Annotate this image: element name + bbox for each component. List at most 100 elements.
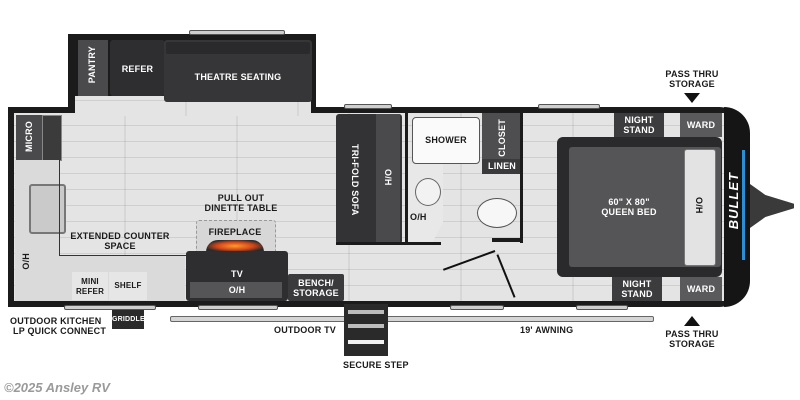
outdoor-kitchen-label: OUTDOOR KITCHEN LP QUICK CONNECT	[10, 316, 110, 336]
awning	[170, 316, 654, 322]
pass-thru-top-line2: STORAGE	[669, 79, 715, 89]
micro-label: MICRO	[24, 121, 34, 152]
mini-refer-line1: MINI	[81, 277, 99, 286]
bed-type: QUEEN BED	[601, 207, 657, 217]
night-stand-top-label: NIGHT STAND	[614, 115, 664, 135]
sofa-back	[376, 114, 400, 244]
night-stand-bottom-line2: STAND	[621, 289, 653, 299]
shower-label: SHOWER	[425, 135, 467, 145]
tv-oh-label: O/H	[228, 285, 246, 295]
dinette-label: PULL OUT DINETTE TABLE	[196, 193, 286, 213]
extended-counter-label: EXTENDED COUNTER SPACE	[66, 231, 174, 251]
night-stand-bottom: NIGHT STAND	[612, 277, 662, 301]
mini-refer-line2: REFER	[75, 287, 105, 296]
microwave: MICRO	[16, 115, 42, 160]
tv-cabinet: TV O/H	[186, 251, 288, 301]
night-stand-top-line2: STAND	[623, 125, 655, 135]
pass-thru-bottom-line2: STORAGE	[669, 339, 715, 349]
bath-sink	[415, 178, 441, 206]
bench-line2: STORAGE	[293, 288, 339, 298]
pass-thru-top-label: PASS THRU STORAGE	[662, 69, 722, 89]
wardrobe-bottom: WARD	[680, 277, 722, 301]
outdoor-kitchen-line2: LP QUICK CONNECT	[13, 326, 107, 336]
window	[576, 305, 628, 310]
bench-label: BENCH/ STORAGE	[288, 278, 344, 298]
step-tread	[348, 324, 384, 328]
tri-fold-sofa: TRI-FOLD SOFA O/H	[336, 114, 402, 244]
shower: SHOWER	[412, 117, 480, 164]
outdoor-kitchen-line1: OUTDOOR KITCHEN	[10, 316, 102, 326]
bath-wall	[405, 113, 408, 244]
linen-label: LINEN	[488, 161, 516, 171]
front-cap	[724, 107, 750, 307]
arrow-down-icon	[684, 93, 700, 103]
tv-oh-panel	[190, 282, 282, 298]
watermark: ©2025 Ansley RV	[4, 380, 110, 395]
night-stand-bottom-label: NIGHT STAND	[612, 279, 662, 299]
pass-thru-bottom-line1: PASS THRU	[665, 329, 719, 339]
refer-label: REFER	[121, 64, 154, 74]
pass-thru-top-line1: PASS THRU	[665, 69, 719, 79]
ward-top-label: WARD	[686, 120, 716, 130]
pantry-label: PANTRY	[87, 46, 97, 84]
closet: CLOSET	[482, 113, 522, 159]
pantry: PANTRY	[78, 40, 108, 96]
tv-label: TV	[231, 269, 243, 279]
bed-oh-label: O/H	[694, 197, 704, 214]
brand-logo: BULLET	[726, 172, 741, 230]
shelf-label: SHELF	[114, 281, 142, 290]
step-tread	[348, 340, 384, 344]
wardrobe-top: WARD	[680, 113, 722, 137]
griddle-label: GRIDDLE	[112, 316, 145, 323]
bath-wall-right	[520, 113, 523, 243]
arrow-up-icon	[684, 316, 700, 326]
refrigerator: REFER	[110, 40, 165, 96]
theatre-seating-label: THEATRE SEATING	[194, 72, 282, 82]
bed-label: 60" X 80" QUEEN BED	[569, 197, 689, 217]
fireplace-flame-icon	[206, 240, 264, 252]
mini-refer-label: MINI REFER	[72, 277, 108, 297]
window	[189, 30, 285, 35]
theatre-seating: THEATRE SEATING	[164, 40, 312, 102]
secure-step	[344, 304, 388, 356]
awning-label: 19' AWNING	[520, 325, 574, 335]
night-stand-top: NIGHT STAND	[614, 113, 664, 137]
bath-door-header	[492, 238, 522, 242]
dinette-line2: DINETTE TABLE	[204, 203, 278, 213]
window	[64, 305, 156, 310]
step-tread	[348, 310, 384, 314]
window	[450, 305, 504, 310]
extended-counter-outline	[59, 160, 186, 256]
hitch-icon	[750, 184, 794, 228]
sofa-label: TRI-FOLD SOFA	[350, 144, 360, 216]
sink-oh-label: O/H	[410, 212, 427, 222]
bed-size: 60" X 80"	[608, 197, 650, 207]
night-stand-top-line1: NIGHT	[624, 115, 654, 125]
griddle: GRIDDLE	[112, 310, 145, 329]
mini-refer	[72, 272, 108, 300]
pass-thru-bottom-label: PASS THRU STORAGE	[662, 329, 722, 349]
extended-counter-line1: EXTENDED COUNTER	[70, 231, 170, 241]
shelf	[109, 272, 147, 300]
bench-line1: BENCH/	[298, 278, 334, 288]
brand-stripe	[742, 150, 745, 260]
sofa-oh-label: O/H	[383, 169, 393, 186]
fireplace-label: FIREPLACE	[208, 227, 262, 237]
queen-bed: 60" X 80" QUEEN BED O/H	[557, 137, 722, 277]
headboard-oh	[684, 149, 716, 266]
bench-storage: BENCH/ STORAGE	[288, 274, 344, 301]
oh-left-label: O/H	[21, 253, 31, 270]
bath-wall-bottom	[336, 242, 441, 245]
ward-bottom-label: WARD	[686, 284, 716, 294]
dinette-line1: PULL OUT	[217, 193, 265, 203]
window	[538, 104, 600, 109]
seat-back	[166, 42, 310, 54]
extended-counter-line2: SPACE	[104, 241, 136, 251]
window	[344, 104, 392, 109]
window	[198, 305, 278, 310]
linen: LINEN	[482, 159, 522, 174]
closet-label: CLOSET	[497, 119, 507, 157]
range	[42, 115, 62, 161]
outdoor-tv-label: OUTDOOR TV	[274, 325, 336, 335]
